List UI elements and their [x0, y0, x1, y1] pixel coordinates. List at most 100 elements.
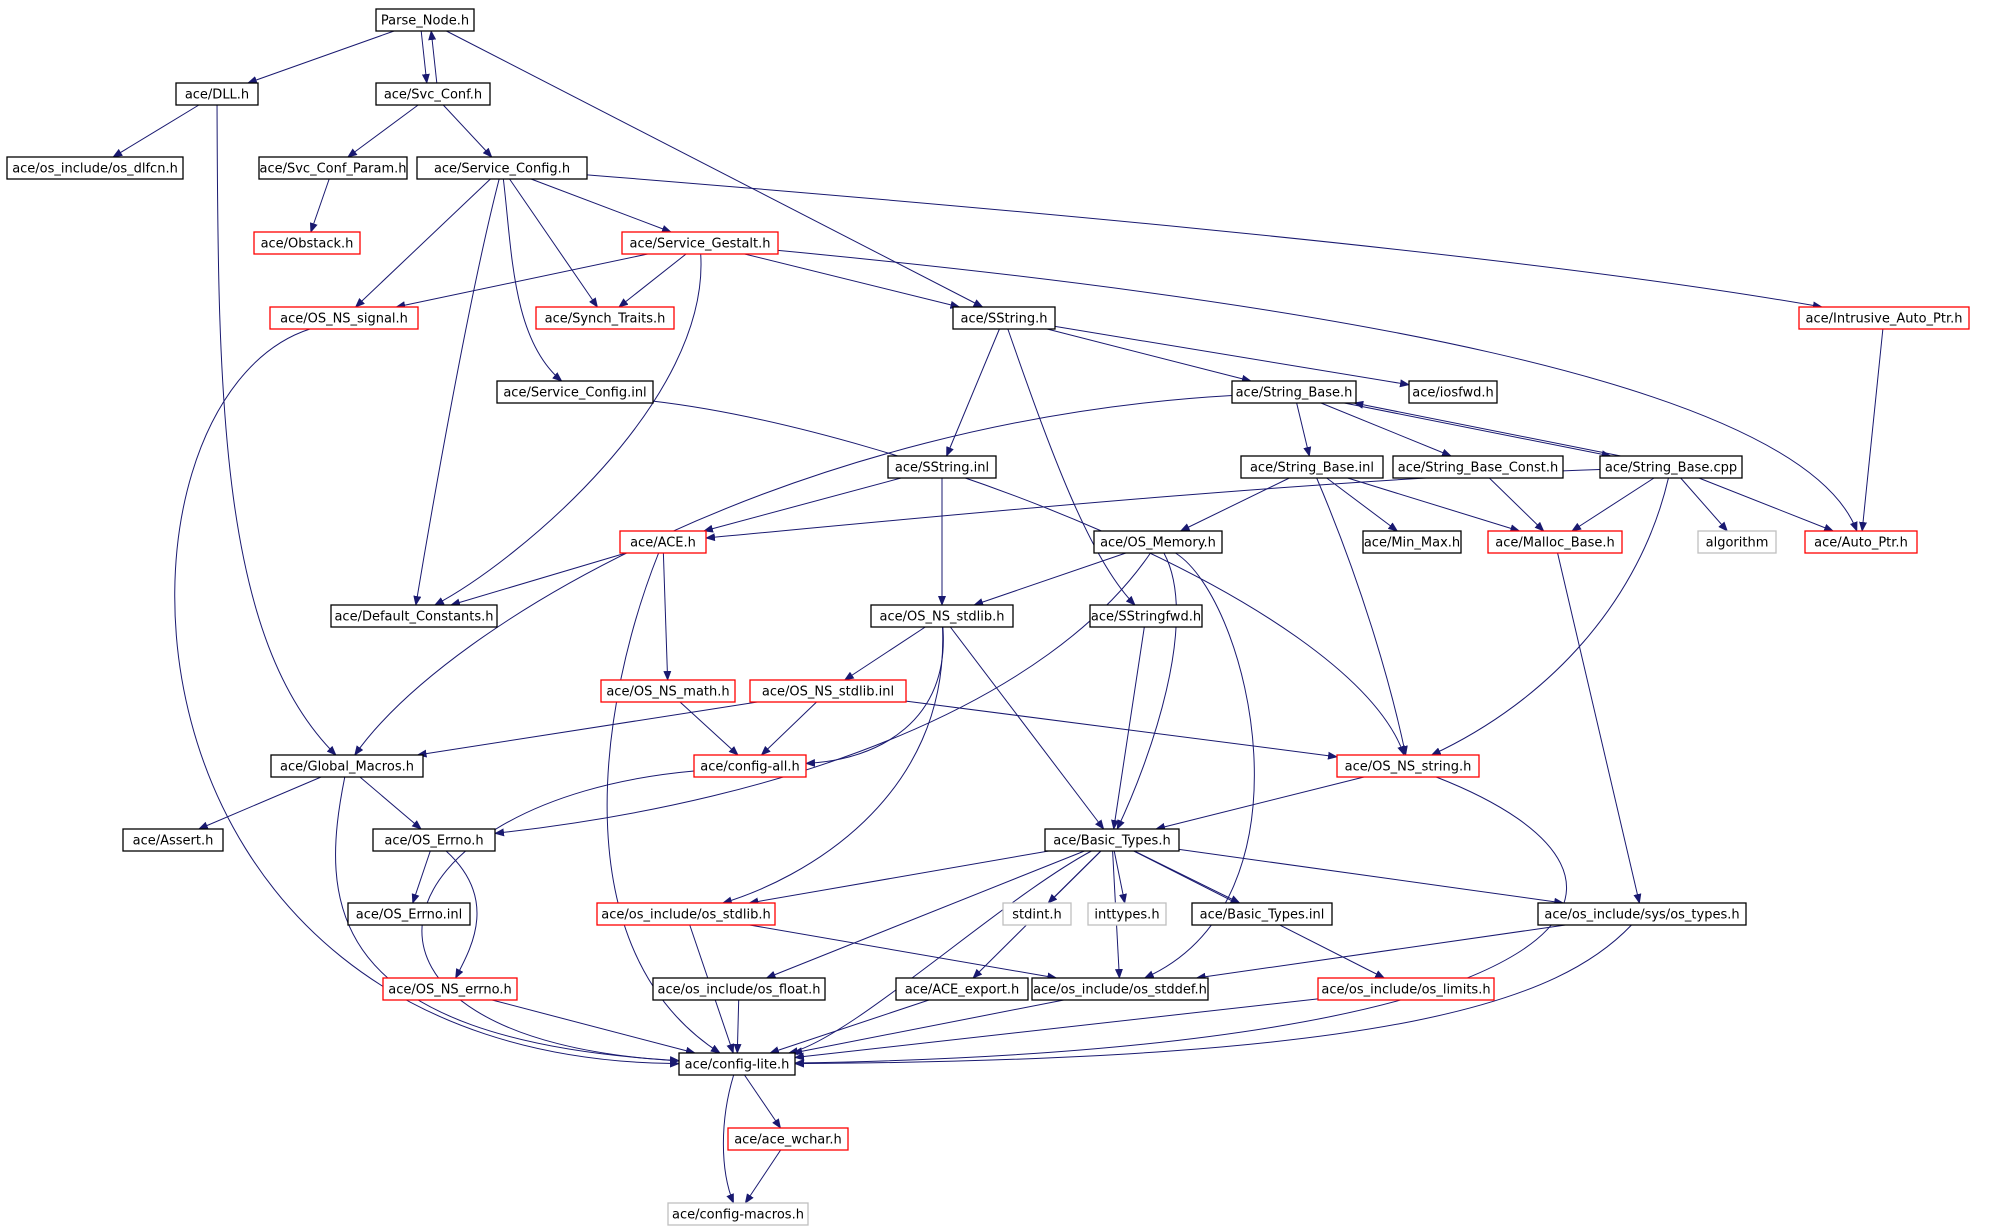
node-box: [596, 902, 776, 926]
node-box: [6, 156, 184, 180]
node-box: [1336, 754, 1480, 778]
node-label: ace/iosfwd.h: [1412, 386, 1493, 401]
node-ace-os-include-os-float-h[interactable]: ace/os_include/os_float.h: [652, 977, 826, 1001]
node-ace-global-macros-h[interactable]: ace/Global_Macros.h: [270, 754, 424, 778]
node-ace-os-errno-inl[interactable]: ace/OS_Errno.inl: [347, 902, 471, 926]
node-ace-ace-export-h[interactable]: ace/ACE_export.h: [895, 977, 1029, 1001]
node-box: [1362, 530, 1462, 554]
node-ace-synch-traits-h[interactable]: ace/Synch_Traits.h: [535, 306, 675, 330]
node-ace-os-include-os-dlfcn-h[interactable]: ace/os_include/os_dlfcn.h: [6, 156, 184, 180]
node-ace-os-ns-stdlib-h[interactable]: ace/OS_NS_stdlib.h: [870, 604, 1014, 628]
edge-n48-to-n49: [744, 1149, 782, 1204]
node-ace-os-ns-string-h[interactable]: ace/OS_NS_string.h: [1336, 754, 1480, 778]
node-ace-config-all-h[interactable]: ace/config-all.h: [693, 754, 807, 778]
node-ace-basic-types-inl[interactable]: ace/Basic_Types.inl: [1191, 902, 1333, 926]
node-ace-os-ns-errno-h[interactable]: ace/OS_NS_errno.h: [382, 977, 518, 1001]
node-ace-auto-ptr-h[interactable]: ace/Auto_Ptr.h: [1804, 530, 1918, 554]
node-ace-service-config-h[interactable]: ace/Service_Config.h: [416, 156, 588, 180]
node-box: [619, 530, 707, 554]
node-ace-string-base-const-h[interactable]: ace/String_Base_Const.h: [1392, 455, 1564, 479]
node-ace-ace-h[interactable]: ace/ACE.h: [619, 530, 707, 554]
edge-n13-to-n16: [1296, 402, 1312, 457]
node-box: [895, 977, 1029, 1001]
node-ace-string-base-h[interactable]: ace/String_Base.h: [1231, 380, 1357, 404]
node-ace-assert-h[interactable]: ace/Assert.h: [122, 828, 224, 852]
node-ace-os-include-os-limits-h[interactable]: ace/os_include/os_limits.h: [1317, 977, 1495, 1001]
node-box: [667, 1202, 809, 1226]
node-box: [375, 82, 491, 106]
node-ace-default-constants-h[interactable]: ace/Default_Constants.h: [330, 604, 498, 628]
node-ace-os-memory-h[interactable]: ace/OS_Memory.h: [1093, 530, 1223, 554]
node-ace-iosfwd-h[interactable]: ace/iosfwd.h: [1408, 380, 1498, 404]
edge-n18-to-n13: [1353, 400, 1621, 457]
node-box: [269, 306, 419, 330]
node-label: ace/Malloc_Base.h: [1495, 536, 1615, 551]
node-box: [1804, 530, 1918, 554]
edge-n19-to-n47: [606, 552, 721, 1054]
node-parse-node-h[interactable]: Parse_Node.h: [375, 8, 475, 32]
node-ace-os-include-sys-os-types-h[interactable]: ace/os_include/sys/os_types.h: [1537, 902, 1747, 926]
node-ace-intrusive-auto-ptr-h[interactable]: ace/Intrusive_Auto_Ptr.h: [1798, 306, 1970, 330]
node-ace-os-include-os-stdlib-h[interactable]: ace/os_include/os_stdlib.h: [596, 902, 776, 926]
edge-n1-to-n30: [216, 104, 337, 756]
node-ace-sstring-inl[interactable]: ace/SString.inl: [887, 455, 997, 479]
edge-n43-to-n47: [733, 999, 742, 1054]
node-box: [122, 828, 224, 852]
node-ace-string-base-cpp[interactable]: ace/String_Base.cpp: [1599, 455, 1743, 479]
node-ace-basic-types-h[interactable]: ace/Basic_Types.h: [1044, 828, 1180, 852]
edge-n13-to-n18: [1344, 402, 1612, 459]
node-box: [887, 455, 997, 479]
edge-n19-to-n28: [662, 552, 672, 681]
edge-n7-to-n9: [618, 253, 687, 308]
edge-n46-to-n47: [794, 998, 1319, 1061]
node-ace-service-gestalt-h[interactable]: ace/Service_Gestalt.h: [621, 231, 779, 255]
edge-n2-to-n0: [428, 30, 438, 84]
node-ace-os-ns-signal-h[interactable]: ace/OS_NS_signal.h: [269, 306, 419, 330]
node-label: ace/Basic_Types.inl: [1200, 908, 1325, 923]
edge-n18-to-n24: [1698, 477, 1835, 532]
node-label: ace/os_include/sys/os_types.h: [1544, 908, 1739, 923]
node-ace-string-base-inl[interactable]: ace/String_Base.inl: [1240, 455, 1384, 479]
node-ace-os-include-os-stddef-h[interactable]: ace/os_include/os_stddef.h: [1031, 977, 1209, 1001]
node-box: [1408, 380, 1498, 404]
node-ace-svc-conf-h[interactable]: ace/Svc_Conf.h: [375, 82, 491, 106]
node-ace-dll-h[interactable]: ace/DLL.h: [175, 82, 259, 106]
node-label: ace/SString.h: [961, 312, 1048, 327]
edge-n0-to-n10: [446, 30, 984, 308]
node-ace-os-errno-h[interactable]: ace/OS_Errno.h: [372, 828, 496, 852]
node-label: ace/ACE.h: [630, 536, 696, 551]
node-box: [727, 1127, 849, 1151]
node-ace-malloc-base-h[interactable]: ace/Malloc_Base.h: [1487, 530, 1623, 554]
node-label: ace/os_include/os_float.h: [657, 983, 820, 998]
edge-n0-to-n1: [246, 30, 395, 84]
edge-n41-to-n45: [1195, 924, 1566, 981]
node-ace-os-ns-math-h[interactable]: ace/OS_NS_math.h: [600, 679, 736, 703]
node-ace-ace-wchar-h[interactable]: ace/ace_wchar.h: [727, 1127, 849, 1151]
node-label: ace/Basic_Types.h: [1053, 834, 1170, 849]
edge-n37-to-n45: [749, 924, 1058, 981]
node-label: ace/String_Base_Const.h: [1398, 461, 1558, 476]
edge-n13-to-n17: [1320, 402, 1452, 457]
node-box: [870, 604, 1014, 628]
node-ace-sstring-h[interactable]: ace/SString.h: [952, 306, 1056, 330]
edge-n10-to-n27: [1007, 328, 1136, 606]
node-ace-svc-conf-param-h[interactable]: ace/Svc_Conf_Param.h: [258, 156, 408, 180]
node-label: ace/Auto_Ptr.h: [1814, 536, 1908, 551]
edge-n32-to-n35: [1155, 776, 1365, 831]
node-box: [600, 679, 736, 703]
node-ace-os-ns-stdlib-inl[interactable]: ace/OS_NS_stdlib.inl: [749, 679, 907, 703]
node-ace-obstack-h[interactable]: ace/Obstack.h: [253, 231, 361, 255]
node-ace-service-config-inl[interactable]: ace/Service_Config.inl: [496, 380, 654, 404]
node-label: ace/OS_Errno.h: [384, 834, 483, 849]
edge-n4-to-n6: [309, 178, 330, 233]
node-box: [1002, 902, 1072, 926]
edge-n16-to-n20: [1179, 477, 1290, 532]
node-box: [1317, 977, 1495, 1001]
edge-n10-to-n13: [1046, 328, 1252, 383]
node-ace-config-lite-h[interactable]: ace/config-lite.h: [678, 1052, 796, 1076]
node-ace-min-max-h[interactable]: ace/Min_Max.h: [1362, 530, 1462, 554]
node-label: ace/SStringfwd.h: [1091, 610, 1201, 625]
edge-n32-to-n47: [794, 776, 1567, 1067]
node-ace-sstringfwd-h[interactable]: ace/SStringfwd.h: [1089, 604, 1203, 628]
